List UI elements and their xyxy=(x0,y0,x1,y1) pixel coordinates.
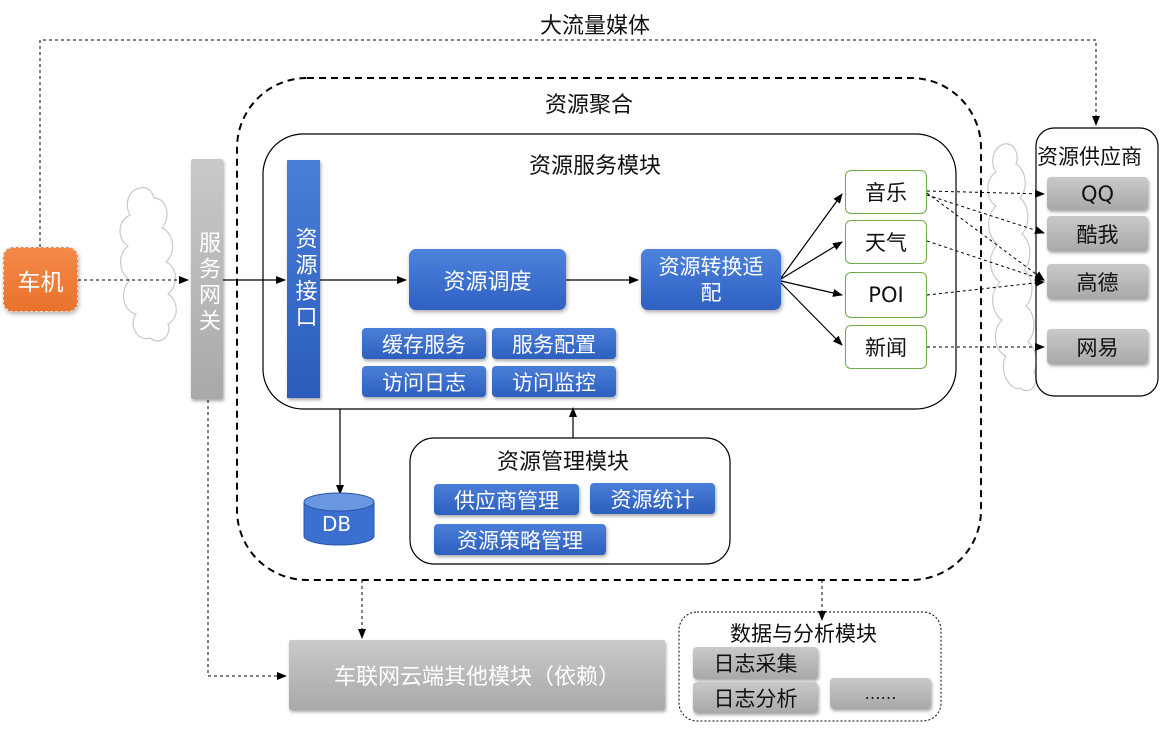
service-module-label: 资源服务模块 xyxy=(529,154,662,179)
resource-policy-button: 资源策略管理 xyxy=(434,524,606,555)
gateway-to-cloud-arrow xyxy=(207,400,287,680)
conversion-fanout-arrows xyxy=(780,193,843,346)
more-items-button: …… xyxy=(830,678,931,709)
resource-poi: POI xyxy=(845,272,927,318)
big-traffic-label: 大流量媒体 xyxy=(540,14,651,39)
supplier-management-button: 供应商管理 xyxy=(434,484,579,515)
resource-scheduling: 资源调度 xyxy=(409,249,566,310)
service-config-button: 服务配置 xyxy=(492,328,616,359)
resource-music: 音乐 xyxy=(845,170,927,214)
log-collection-button: 日志采集 xyxy=(693,647,818,679)
resource-interface: 资源接口 xyxy=(287,160,320,398)
analysis-container xyxy=(678,611,942,722)
provider-qq: QQ xyxy=(1047,177,1148,210)
provider-gaode: 高德 xyxy=(1047,264,1148,299)
resource-provider-arrows xyxy=(926,189,1045,351)
big-traffic-route xyxy=(39,39,1100,247)
service-gateway: 服务网关 xyxy=(191,159,223,399)
car-node: 车机 xyxy=(3,247,78,312)
resource-news: 新闻 xyxy=(845,325,927,369)
provider-netease: 网易 xyxy=(1047,329,1148,364)
management-module-label: 资源管理模块 xyxy=(497,450,630,475)
access-monitor-button: 访问监控 xyxy=(492,366,616,397)
cloud-other-modules: 车联网云端其他模块（依赖） xyxy=(289,640,665,710)
provider-kuwo: 酷我 xyxy=(1047,216,1148,251)
analysis-title: 数据与分析模块 xyxy=(730,622,877,646)
cloud-left xyxy=(119,186,177,342)
access-log-button: 访问日志 xyxy=(362,366,486,397)
cloud-right xyxy=(987,143,1038,392)
provider-title: 资源供应商 xyxy=(1037,145,1142,169)
resource-weather: 天气 xyxy=(845,220,927,264)
resource-conversion: 资源转换适配 xyxy=(641,249,781,310)
log-analysis-button: 日志分析 xyxy=(693,682,818,713)
resource-statistics-button: 资源统计 xyxy=(590,483,715,514)
cache-service-button: 缓存服务 xyxy=(362,328,486,359)
aggregation-container xyxy=(236,77,982,581)
db-label: DB xyxy=(322,512,352,536)
aggregation-label: 资源聚合 xyxy=(545,93,634,118)
db-cylinder xyxy=(303,492,375,546)
